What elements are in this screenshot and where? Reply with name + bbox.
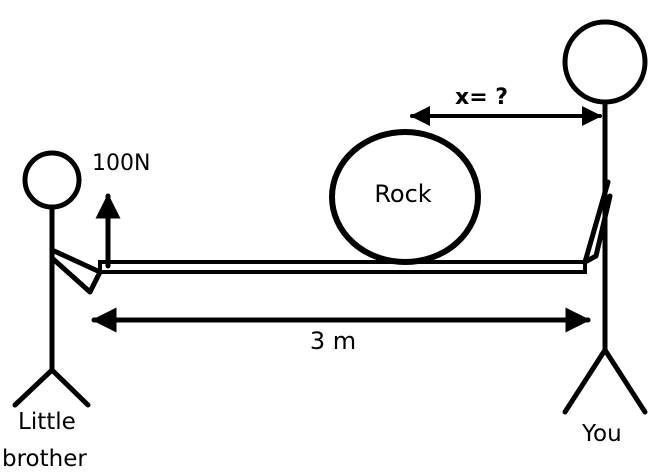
unknown-distance-label: x= ? [455,85,508,110]
you-figure [562,19,648,415]
rock [329,129,481,265]
rock-label: Rock [374,180,431,208]
plank [98,260,587,274]
little-brother-head [22,150,82,210]
you-label: You [581,421,622,447]
force-label: 100N [92,151,150,176]
little-brother-figure [12,150,103,408]
little-brother-legs [12,367,91,408]
little-brother-arm [49,247,103,295]
little-brother-label-line1: Little [18,409,76,435]
you-head [562,19,648,105]
you-arm [582,179,613,265]
little-brother-label-line2: brother [2,446,87,472]
you-legs [562,347,648,415]
length-label: 3 m [310,327,356,355]
